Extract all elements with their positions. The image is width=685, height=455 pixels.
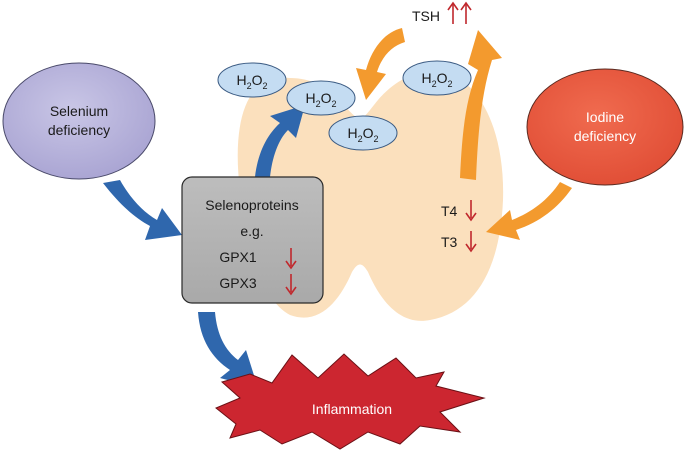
svg-text:H2O2: H2O2 bbox=[305, 90, 336, 109]
h2o2-h: H bbox=[347, 125, 357, 141]
arrow-iodine-to-t4-t3 bbox=[486, 182, 572, 240]
gpx1-down-arrow-icon bbox=[285, 248, 297, 270]
svg-text:H2O2: H2O2 bbox=[236, 72, 267, 91]
arrow-selenoproteins-to-inflammation bbox=[198, 312, 258, 388]
h2o2-sub1: 2 bbox=[358, 134, 363, 144]
h2o2-o: O bbox=[437, 70, 448, 86]
selenoproteins-line2: e.g. bbox=[240, 223, 263, 239]
arrow-tsh-to-h2o2 bbox=[356, 28, 405, 100]
svg-text:H2O2: H2O2 bbox=[421, 70, 452, 89]
h2o2-sub1: 2 bbox=[432, 79, 437, 89]
h2o2-o: O bbox=[252, 72, 263, 88]
inflammation-label: Inflammation bbox=[312, 401, 392, 417]
t4-label: T4 bbox=[441, 203, 458, 219]
t3-down-arrow-icon bbox=[465, 231, 477, 253]
selenium-deficiency-node bbox=[2, 62, 156, 180]
t4-down-arrow-icon bbox=[465, 200, 477, 222]
h2o2-bubble-1: H2O2 bbox=[217, 62, 287, 98]
h2o2-sub2: 2 bbox=[263, 81, 268, 91]
iodine-deficiency-node bbox=[526, 68, 684, 186]
h2o2-h: H bbox=[236, 72, 246, 88]
gpx3-down-arrow-icon bbox=[285, 274, 297, 296]
gpx3-label: GPX3 bbox=[219, 275, 257, 291]
h2o2-sub1: 2 bbox=[316, 99, 321, 109]
arrow-selenoproteins-to-h2o2 bbox=[255, 105, 305, 177]
h2o2-sub2: 2 bbox=[332, 99, 337, 109]
arrow-selenium-to-selenoproteins bbox=[103, 180, 182, 240]
selenoproteins-line1: Selenoproteins bbox=[205, 197, 298, 213]
h2o2-o: O bbox=[321, 90, 332, 106]
selenium-label-line2: deficiency bbox=[48, 122, 110, 138]
h2o2-bubble-2: H2O2 bbox=[286, 80, 356, 116]
h2o2-o: O bbox=[363, 125, 374, 141]
h2o2-h: H bbox=[305, 90, 315, 106]
h2o2-sub2: 2 bbox=[448, 79, 453, 89]
inflammation-node bbox=[215, 353, 486, 450]
h2o2-sub2: 2 bbox=[374, 134, 379, 144]
h2o2-bubble-3: H2O2 bbox=[328, 115, 398, 151]
h2o2-bubble-4: H2O2 bbox=[402, 60, 472, 96]
tsh-label: TSH bbox=[412, 8, 440, 24]
arrow-t4-to-tsh bbox=[460, 30, 502, 180]
svg-text:H2O2: H2O2 bbox=[347, 125, 378, 144]
h2o2-sub1: 2 bbox=[247, 81, 252, 91]
t3-label: T3 bbox=[441, 234, 458, 250]
tsh-up-arrows-icon bbox=[447, 1, 472, 24]
iodine-label-line1: Iodine bbox=[586, 109, 624, 125]
iodine-label-line2: deficiency bbox=[574, 128, 636, 144]
h2o2-h: H bbox=[421, 70, 431, 86]
selenium-label-line1: Selenium bbox=[50, 103, 108, 119]
gpx1-label: GPX1 bbox=[219, 249, 257, 265]
selenoproteins-box bbox=[181, 176, 324, 304]
